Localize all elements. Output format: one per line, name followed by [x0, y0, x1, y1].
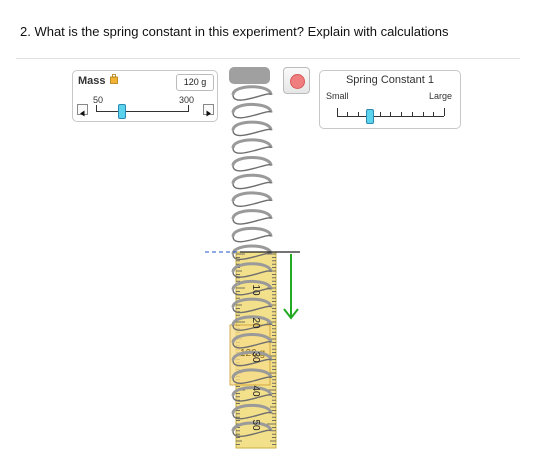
- spring-coil-loop: [231, 350, 273, 361]
- spring-coil-loop: [231, 156, 273, 167]
- spring-coil-back: [232, 287, 272, 296]
- spring-coil-loop: [231, 262, 273, 273]
- spring-coil-back: [232, 394, 272, 402]
- spring-track-tick: [412, 112, 413, 116]
- spring-coil-back: [232, 429, 272, 438]
- mass-decrease-button[interactable]: [77, 104, 88, 117]
- spring-coil-back: [232, 93, 272, 101]
- spring-coil-back: [232, 110, 272, 119]
- stop-icon: [290, 74, 305, 89]
- spring-track-tick: [423, 112, 424, 116]
- spring-track-tick: [337, 108, 338, 116]
- spring-coil-loop: [231, 279, 273, 291]
- ruler-label-40: 40: [250, 385, 261, 397]
- mass-track-tick-min: [96, 105, 97, 112]
- spring-slider-thumb[interactable]: [366, 109, 374, 124]
- spring-track-tick: [358, 112, 359, 116]
- spring-coil-loop: [231, 226, 273, 238]
- spring-coil-back: [232, 252, 272, 261]
- spring-hanger: [229, 67, 270, 84]
- spring-track-tick: [444, 108, 445, 116]
- mass-increase-button[interactable]: [203, 104, 214, 117]
- spring-coil-back: [232, 376, 272, 384]
- triangle-right-icon: [206, 110, 211, 117]
- spring-coil-back: [232, 234, 272, 243]
- ruler-label-50: 50: [250, 419, 261, 431]
- mass-max-label: 300: [179, 95, 195, 105]
- ruler-label-30: 30: [250, 351, 261, 363]
- spring-coil-back: [232, 164, 272, 172]
- question-text: 2. What is the spring constant in this e…: [20, 24, 449, 39]
- spring-track-tick: [347, 112, 348, 116]
- spring-coil-back: [232, 199, 272, 207]
- spring-coil-back: [232, 411, 272, 420]
- mass-title: Mass: [78, 75, 106, 87]
- spring-track-tick: [433, 112, 434, 116]
- mass-slider-thumb[interactable]: [118, 104, 126, 119]
- divider: [16, 58, 520, 59]
- mass-track-tick-max: [188, 105, 189, 112]
- spring-coil-loop: [231, 85, 273, 96]
- mass-slider-track[interactable]: [96, 111, 189, 112]
- spring-coil-loop: [231, 386, 273, 397]
- spring-coil-loop: [231, 421, 273, 432]
- spring-track-tick: [380, 112, 381, 116]
- spring-coil-loop: [231, 138, 273, 149]
- spring-coil-back: [232, 128, 272, 137]
- spring-coil-loop: [231, 333, 273, 344]
- spring-track-tick: [401, 112, 402, 116]
- arrow-head-icon: [283, 308, 299, 320]
- spring-coil-back: [232, 181, 272, 190]
- ruler-label-10: 10: [250, 284, 261, 296]
- spring-small-label: Small: [326, 91, 349, 101]
- spring-coil-loop: [231, 297, 273, 308]
- spring-coil-loop: [231, 209, 273, 220]
- spring-coil-loop: [231, 173, 273, 184]
- spring-slider-track[interactable]: [337, 116, 444, 117]
- spring-coil-loop: [231, 403, 273, 415]
- spring-coil: [231, 85, 273, 438]
- spring-constant-panel: Spring Constant 1 Small Large: [319, 70, 461, 129]
- spring-large-label: Large: [429, 91, 453, 101]
- spring-coil-loop: [231, 102, 273, 114]
- spring-track-tick: [390, 112, 391, 116]
- mass-control-panel: Mass 120 g 50 300: [72, 70, 218, 122]
- spring-coil-back: [232, 270, 272, 278]
- spring-coil-back: [232, 217, 272, 225]
- spring-coil-back: [232, 358, 272, 367]
- stop-button[interactable]: [283, 67, 310, 94]
- mass-min-label: 50: [93, 95, 104, 105]
- spring-coil-loop: [231, 120, 273, 131]
- spring-coil-back: [232, 341, 272, 349]
- triangle-left-icon: [80, 110, 85, 117]
- mass-weight-icon: [110, 74, 118, 84]
- mass-value-display: 120 g: [176, 74, 214, 91]
- spring-coil-back: [232, 323, 272, 331]
- spring-coil-back: [232, 146, 272, 154]
- spring-coil-back: [232, 305, 272, 314]
- spring-coil-loop: [231, 368, 273, 379]
- spring-coil-loop: [231, 191, 273, 202]
- spring-constant-title: Spring Constant 1: [345, 74, 435, 86]
- spring-coil-loop: [231, 315, 273, 326]
- ruler-label-20: 20: [250, 317, 261, 329]
